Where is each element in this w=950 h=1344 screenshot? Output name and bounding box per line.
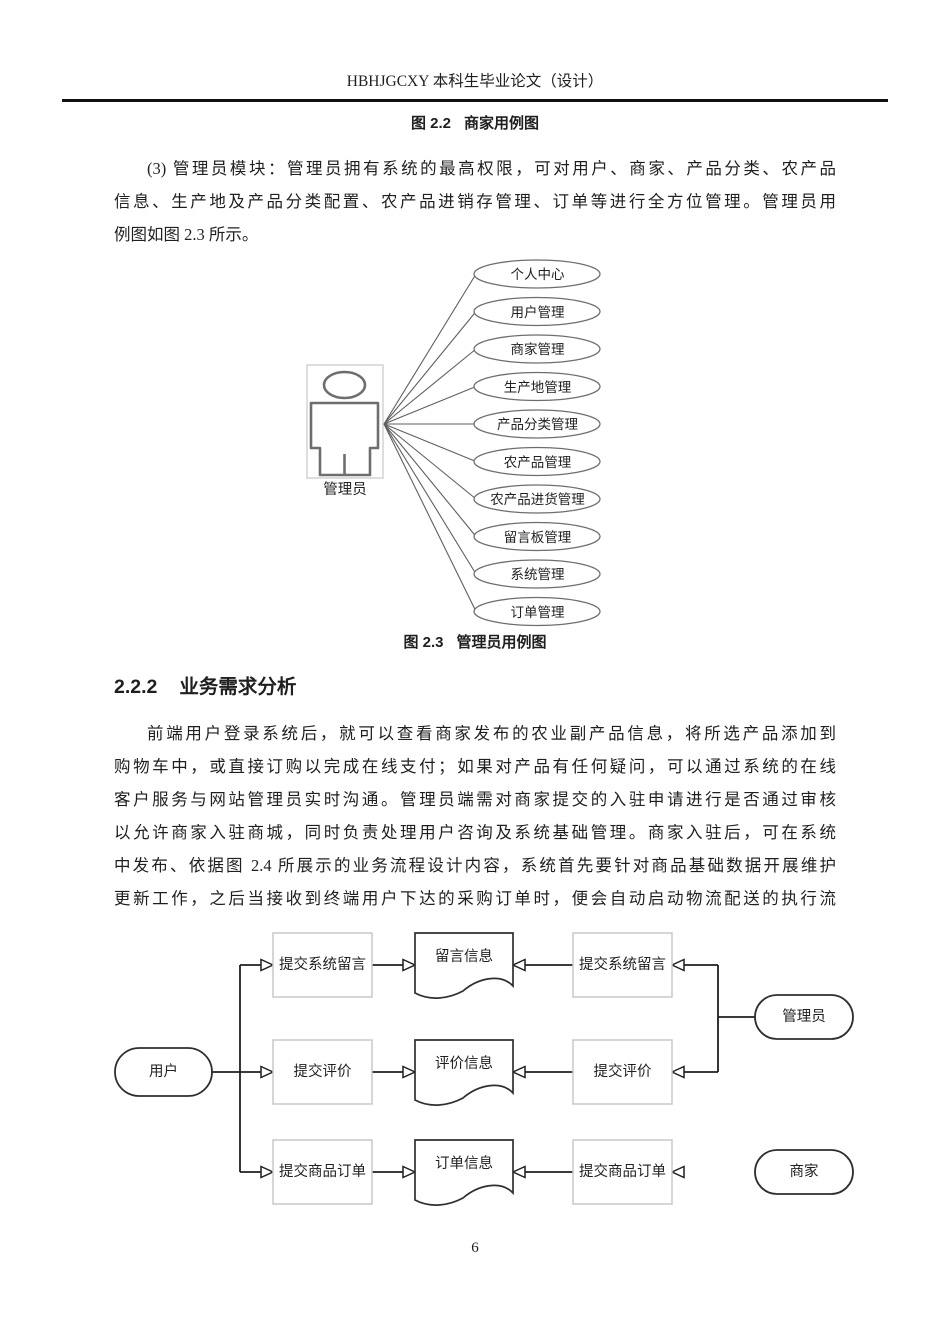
paragraph-line: 以允许商家入驻商城，同时负责处理用户咨询及系统基础管理。商家入驻后，可在系统 <box>114 823 836 842</box>
business-flow-diagram <box>114 932 854 1206</box>
usecase-actor-label: 管理员 <box>323 481 367 498</box>
flow-process-boxes <box>272 932 673 1205</box>
figure-2-2-caption-number: 图 2.2 <box>410 115 451 132</box>
usecase-item-personal-center: 个人中心 <box>510 266 565 282</box>
flow-doc-message-info: 留言信息 <box>435 948 493 965</box>
usecase-association-lines <box>383 273 477 612</box>
paragraph-line: (3) 管理员模块：管理员拥有系统的最高权限，可对用户、商家、产品分类、农产品 <box>147 159 836 178</box>
admin-usecase-diagram <box>306 259 601 627</box>
paragraph-line: 中发布、依据图 2.4 所展示的业务流程设计内容，系统首先要针对商品基础数据开展… <box>114 856 836 875</box>
usecase-item-messageboard-mgmt: 留言板管理 <box>503 529 572 545</box>
flow-actor-shapes <box>114 994 854 1195</box>
section-heading: 2.2.2 业务需求分析 <box>114 672 914 702</box>
usecase-ellipses <box>473 259 601 627</box>
page-number: 6 <box>471 1240 479 1256</box>
usecase-item-category-mgmt: 产品分类管理 <box>497 416 578 432</box>
figure-2-3-caption-number: 图 2.3 <box>403 634 444 651</box>
usecase-item-produce-mgmt: 农产品管理 <box>503 454 572 470</box>
paragraph-line: 前端用户登录系统后，就可以查看商家发布的农业副产品信息，将所选产品添加到 <box>147 724 836 743</box>
flow-doc-order-info: 订单信息 <box>435 1155 493 1172</box>
flow-actor-merchant-label: 商家 <box>789 1163 819 1180</box>
figure-2-3-caption: 图 2.3 管理员用例图 <box>0 632 950 654</box>
admin-module-paragraph: (3) 管理员模块：管理员拥有系统的最高权限，可对用户、商家、产品分类、农产品 … <box>114 152 836 251</box>
flow-box-submit-message-admin: 提交系统留言 <box>579 956 666 973</box>
paragraph-line: 更新工作，之后当接收到终端用户下达的采购订单时，便会自动启动物流配送的执行流 <box>114 889 836 908</box>
flow-box-submit-review-user: 提交评价 <box>293 1063 352 1080</box>
paragraph-line: 购物车中，或直接订购以完成在线支付；如果对产品有任何疑问，可以通过系统的在线 <box>114 757 836 776</box>
flow-doc-review-info: 评价信息 <box>435 1055 493 1072</box>
figure-2-3-caption-title: 管理员用例图 <box>456 634 547 651</box>
paragraph-line: 信息、生产地及产品分类配置、农产品进销存管理、订单等进行全方位管理。管理员用 <box>114 192 836 211</box>
paragraph-line: 客户服务与网站管理员实时沟通。管理员端需对商家提交的入驻申请进行是否通过审核 <box>114 790 836 809</box>
flow-arrowheads <box>260 958 685 1179</box>
usecase-item-order-mgmt: 订单管理 <box>510 604 565 620</box>
usecase-item-purchase-mgmt: 农产品进货管理 <box>490 491 585 507</box>
paragraph-line: 例图如图 2.3 所示。 <box>114 225 259 244</box>
flow-box-submit-order-user: 提交商品订单 <box>279 1163 366 1180</box>
flow-box-submit-review-admin: 提交评价 <box>593 1063 652 1080</box>
flow-actor-user-label: 用户 <box>149 1063 178 1080</box>
figure-2-2-caption: 图 2.2 商家用例图 <box>0 113 950 135</box>
header-rule <box>62 99 888 102</box>
admin-actor-icon <box>306 364 384 479</box>
usecase-item-user-mgmt: 用户管理 <box>510 304 565 320</box>
flow-box-submit-message-user: 提交系统留言 <box>279 956 366 973</box>
usecase-item-system-mgmt: 系统管理 <box>510 566 565 582</box>
flow-actor-admin-label: 管理员 <box>782 1008 826 1025</box>
flow-document-shapes <box>414 932 514 1206</box>
section-heading-title: 业务需求分析 <box>179 676 297 698</box>
page-header-title: HBHJGCXY 本科生毕业论文（设计） <box>346 73 604 90</box>
flow-box-submit-order-merchant: 提交商品订单 <box>579 1163 666 1180</box>
section-heading-number: 2.2.2 <box>114 676 158 698</box>
business-requirements-paragraph: 前端用户登录系统后，就可以查看商家发布的农业副产品信息，将所选产品添加到 购物车… <box>114 717 836 915</box>
usecase-item-origin-mgmt: 生产地管理 <box>503 379 572 395</box>
usecase-item-merchant-mgmt: 商家管理 <box>510 341 565 357</box>
figure-2-2-caption-title: 商家用例图 <box>464 115 540 132</box>
